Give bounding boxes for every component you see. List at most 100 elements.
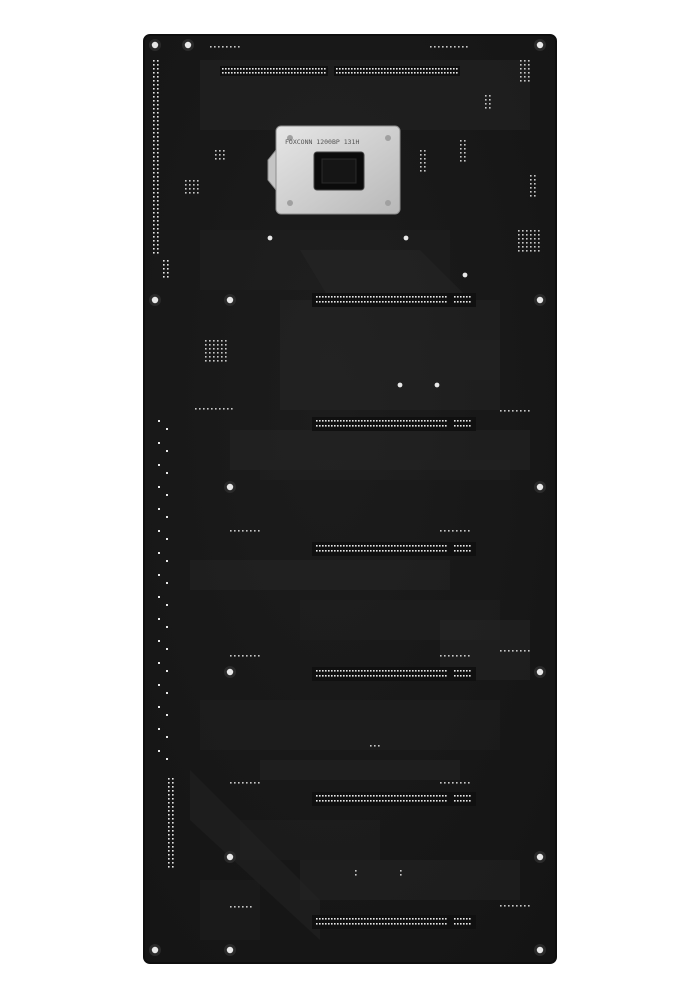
trace-region (280, 300, 500, 410)
pcie-pin (397, 923, 399, 925)
pcie-pin (370, 425, 372, 427)
solder-pad (508, 905, 510, 907)
pcie-pin (409, 670, 411, 672)
pcie-pin (352, 550, 354, 552)
pcie-pin (370, 918, 372, 920)
left-header-pin (163, 260, 165, 262)
pcie-pin (322, 918, 324, 920)
pcie-pin (361, 795, 363, 797)
solder-pad (166, 472, 168, 474)
pcie-pin (445, 795, 447, 797)
pcie-pin (379, 420, 381, 422)
pcie-pin (469, 675, 471, 677)
solder-pad (520, 72, 522, 74)
solder-pad (234, 782, 236, 784)
left-header-pin (153, 84, 155, 86)
left-header-pin (153, 148, 155, 150)
left-header-pin (157, 228, 159, 230)
pcie-pin (382, 795, 384, 797)
pcie-pin (439, 923, 441, 925)
top-header-b-pin (360, 68, 362, 70)
pcie-pin (436, 923, 438, 925)
pcie-pin (322, 420, 324, 422)
left-header-pin (168, 838, 170, 840)
pcie-pin (340, 670, 342, 672)
top-header-b-pin (414, 72, 416, 74)
trace-region (190, 770, 320, 940)
solder-pad (209, 344, 211, 346)
pcb-body (143, 34, 557, 964)
pcie-pin (379, 795, 381, 797)
pcie-pin (427, 550, 429, 552)
left-header-pin (172, 810, 174, 812)
pcie-pin (367, 545, 369, 547)
solder-pad (460, 152, 462, 154)
pcie-pin (418, 425, 420, 427)
left-header-pin (157, 136, 159, 138)
left-header-pin (172, 822, 174, 824)
pcie-pin (436, 918, 438, 920)
pcie-pin (424, 301, 426, 303)
pcie-pin (352, 918, 354, 920)
pcie-pin (460, 296, 462, 298)
pcie-pin (469, 545, 471, 547)
pcie-pin (316, 675, 318, 677)
pcie-pin (370, 675, 372, 677)
left-header-pin (153, 168, 155, 170)
mounting-hole (536, 946, 544, 954)
pcie-pin (436, 675, 438, 677)
top-header-a-pin (315, 72, 317, 74)
pcie-pin (457, 800, 459, 802)
pcie-pin (358, 800, 360, 802)
pcie-pin (337, 923, 339, 925)
pcie-pin (355, 918, 357, 920)
pcie-pin (424, 800, 426, 802)
solder-pad (158, 618, 160, 620)
pcie-pin (454, 296, 456, 298)
pcie-pin (436, 296, 438, 298)
pcie-pin (349, 675, 351, 677)
left-header-pin (153, 172, 155, 174)
pcie-pin (388, 545, 390, 547)
solder-pad (530, 238, 532, 240)
pcie-pin (400, 923, 402, 925)
left-header-pin (153, 144, 155, 146)
pcie-pin (376, 550, 378, 552)
pcie-pin (400, 670, 402, 672)
solder-pad (166, 736, 168, 738)
pcie-pin (319, 923, 321, 925)
pcie-pin (412, 923, 414, 925)
solder-pad (512, 905, 514, 907)
pcie-pin (391, 795, 393, 797)
pcie-pin (439, 550, 441, 552)
pcie-pin (388, 420, 390, 422)
pcie-pin (436, 795, 438, 797)
top-header-a-pin (255, 68, 257, 70)
solder-pad (524, 80, 526, 82)
left-header-pin (157, 80, 159, 82)
top-header-a-pin (318, 68, 320, 70)
solder-pad (221, 340, 223, 342)
pcie-pin (376, 795, 378, 797)
top-header-b-pin (399, 72, 401, 74)
pcie-pin (322, 425, 324, 427)
solder-pad (189, 188, 191, 190)
pcie-pin (406, 550, 408, 552)
solder-pad (221, 352, 223, 354)
top-header-b-pin (384, 68, 386, 70)
top-header-a-pin (234, 72, 236, 74)
solder-pad (538, 234, 540, 236)
pcie-pin (433, 918, 435, 920)
pcie-pin (442, 918, 444, 920)
pcie-pin (328, 296, 330, 298)
pcie-pin (349, 795, 351, 797)
pcie-pin (364, 296, 366, 298)
top-header-a-pin (321, 72, 323, 74)
pcie-pin (364, 425, 366, 427)
pcie-pin (319, 301, 321, 303)
left-header-pin (153, 64, 155, 66)
pcie-pin (442, 923, 444, 925)
pcie-pin (349, 296, 351, 298)
left-header-pin (172, 826, 174, 828)
solder-pad (197, 192, 199, 194)
